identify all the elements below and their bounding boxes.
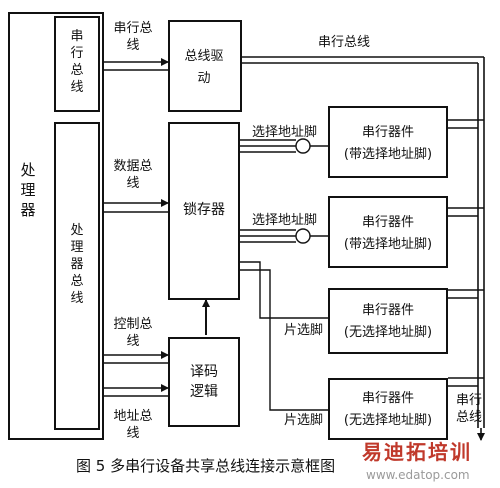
serial-bus-box: [54, 16, 100, 112]
figure-caption: 图 5 多串行设备共享总线连接示意框图: [76, 457, 336, 475]
device-2-sub: (带选择地址脚): [343, 237, 433, 252]
serial-device-3: [328, 288, 448, 354]
serial-bus-right-label: 串行总线: [455, 393, 482, 425]
address-bus-label: 地址总线: [113, 409, 153, 441]
control-bus-label: 控制总线: [113, 317, 153, 349]
serial-bus-arrow-label: 串行总线: [113, 21, 153, 53]
data-bus-label: 数据总线: [113, 159, 153, 191]
watermark-logo: 易迪拓培训: [362, 440, 472, 464]
device-1-sub: (带选择地址脚): [343, 147, 433, 162]
select-pin-label-1: 选择地址脚: [252, 125, 318, 140]
decoder-box: [168, 337, 240, 427]
select-pin-label-2: 选择地址脚: [252, 213, 318, 228]
device-4-sub: (无选择地址脚): [343, 413, 433, 428]
decoder-label: 译码逻辑: [190, 364, 218, 400]
chip-select-label-1: 片选脚: [284, 323, 324, 338]
serial-device-1: [328, 106, 448, 178]
processor-label: 处理器: [20, 161, 36, 219]
device-1-title: 串行器件: [361, 125, 414, 140]
device-3-title: 串行器件: [361, 303, 414, 318]
bus-driver-label: 总线驱动: [184, 49, 224, 86]
latch-label: 锁存器: [183, 202, 225, 218]
serial-device-4: [328, 378, 448, 440]
processor-bus-box-label: 处理器总线: [70, 223, 84, 306]
serial-bus-top-label: 串行总线: [318, 35, 371, 50]
latch-box: [168, 122, 240, 300]
watermark-url: www.edatop.com: [366, 468, 470, 482]
device-2-title: 串行器件: [361, 215, 414, 230]
serial-device-2: [328, 196, 448, 268]
device-4-title: 串行器件: [361, 391, 414, 406]
bus-driver-box: [168, 20, 242, 112]
device-3-sub: (无选择地址脚): [343, 325, 433, 340]
processor-bus-box: [54, 122, 100, 430]
serial-bus-box-label: 串行总线: [70, 29, 84, 95]
chip-select-label-2: 片选脚: [284, 413, 324, 428]
latch-to-device-3: [240, 261, 328, 319]
latch-to-device-4: [240, 269, 328, 411]
